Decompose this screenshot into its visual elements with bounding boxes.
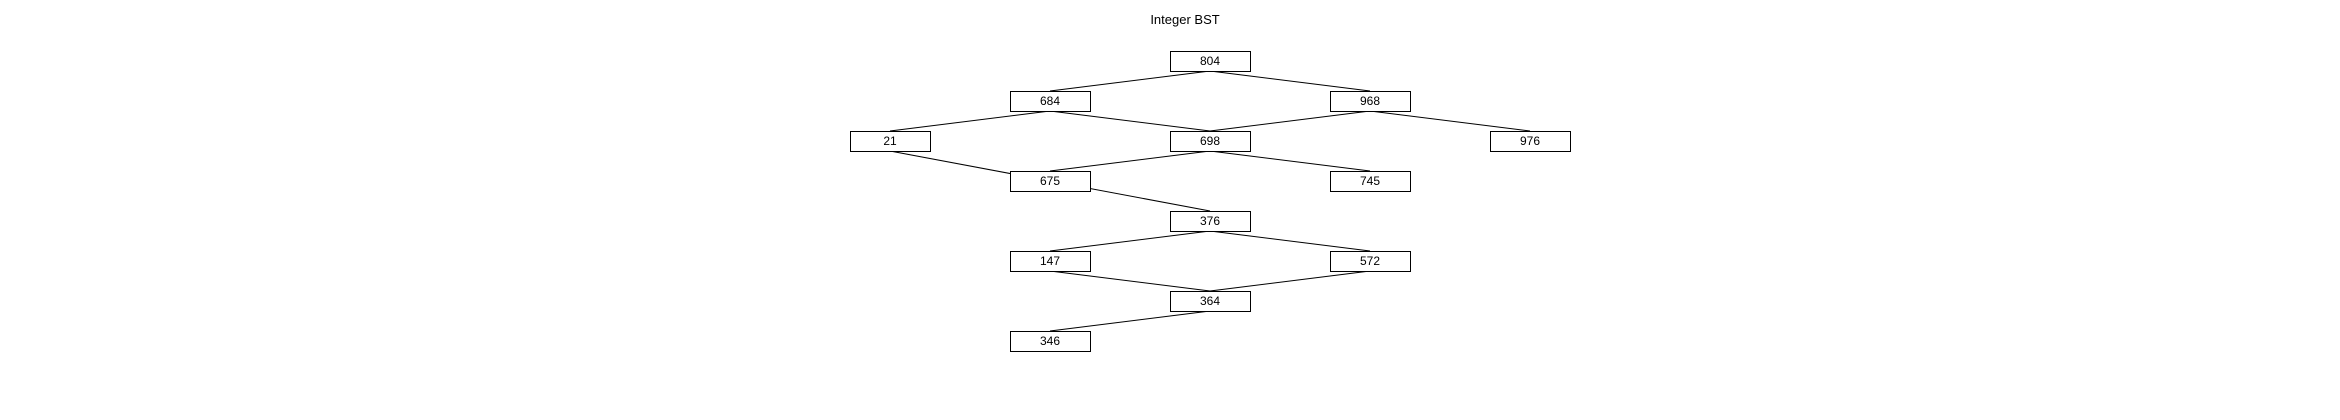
node-box [850, 131, 931, 152]
tree-node-572: 572 [1330, 251, 1411, 272]
node-label: 745 [1360, 174, 1380, 188]
edge-376-147 [1049, 230, 1211, 252]
tree-node-745: 745 [1330, 171, 1411, 192]
edge-698-745 [1209, 150, 1371, 172]
tree-node-21: 21 [850, 131, 931, 152]
tree-edges [889, 70, 1531, 332]
node-box [1490, 131, 1571, 152]
tree-node-364: 364 [1170, 291, 1251, 312]
page-title: Integer BST [1150, 12, 1220, 27]
node-label: 147 [1040, 254, 1060, 268]
edge-968-698 [1209, 110, 1371, 132]
node-label: 976 [1520, 134, 1540, 148]
node-box [1010, 251, 1091, 272]
edge-376-572 [1209, 230, 1371, 252]
node-label: 968 [1360, 94, 1380, 108]
tree-node-376: 376 [1170, 211, 1251, 232]
edge-684-690 [1049, 110, 1211, 132]
node-box [1010, 91, 1091, 112]
edge-684-21 [889, 110, 1051, 132]
node-label: 684 [1040, 94, 1060, 108]
node-box [1170, 211, 1251, 232]
node-box [1010, 171, 1091, 192]
node-label: 376 [1200, 214, 1220, 228]
edge-968-976 [1369, 110, 1531, 132]
node-box [1170, 131, 1251, 152]
tree-node-147: 147 [1010, 251, 1091, 272]
node-label: 572 [1360, 254, 1380, 268]
node-label: 675 [1040, 174, 1060, 188]
tree-node-684: 684 [1010, 91, 1091, 112]
tree-nodes: 8046849682169069897667574537614757228736… [850, 51, 1571, 352]
node-label: 346 [1040, 334, 1060, 348]
node-box [1010, 331, 1091, 352]
node-box [1330, 171, 1411, 192]
node-label: 698 [1200, 134, 1220, 148]
edge-147-364 [1049, 270, 1211, 292]
tree-node-804: 804 [1170, 51, 1251, 72]
node-label: 364 [1200, 294, 1220, 308]
node-label: 21 [883, 134, 897, 148]
edge-572-287 [1209, 270, 1371, 292]
tree-node-698: 698 [1170, 131, 1251, 152]
tree-node-675: 675 [1010, 171, 1091, 192]
node-box [1170, 291, 1251, 312]
node-box [1330, 251, 1411, 272]
edge-804-968 [1209, 70, 1371, 92]
node-box [1170, 51, 1251, 72]
tree-node-976: 976 [1490, 131, 1571, 152]
node-label: 804 [1200, 54, 1220, 68]
edge-804-684 [1049, 70, 1211, 92]
tree-node-346: 346 [1010, 331, 1091, 352]
tree-node-968: 968 [1330, 91, 1411, 112]
edge-690-675 [1049, 150, 1211, 172]
edge-364-346 [1049, 310, 1211, 332]
node-box [1330, 91, 1411, 112]
